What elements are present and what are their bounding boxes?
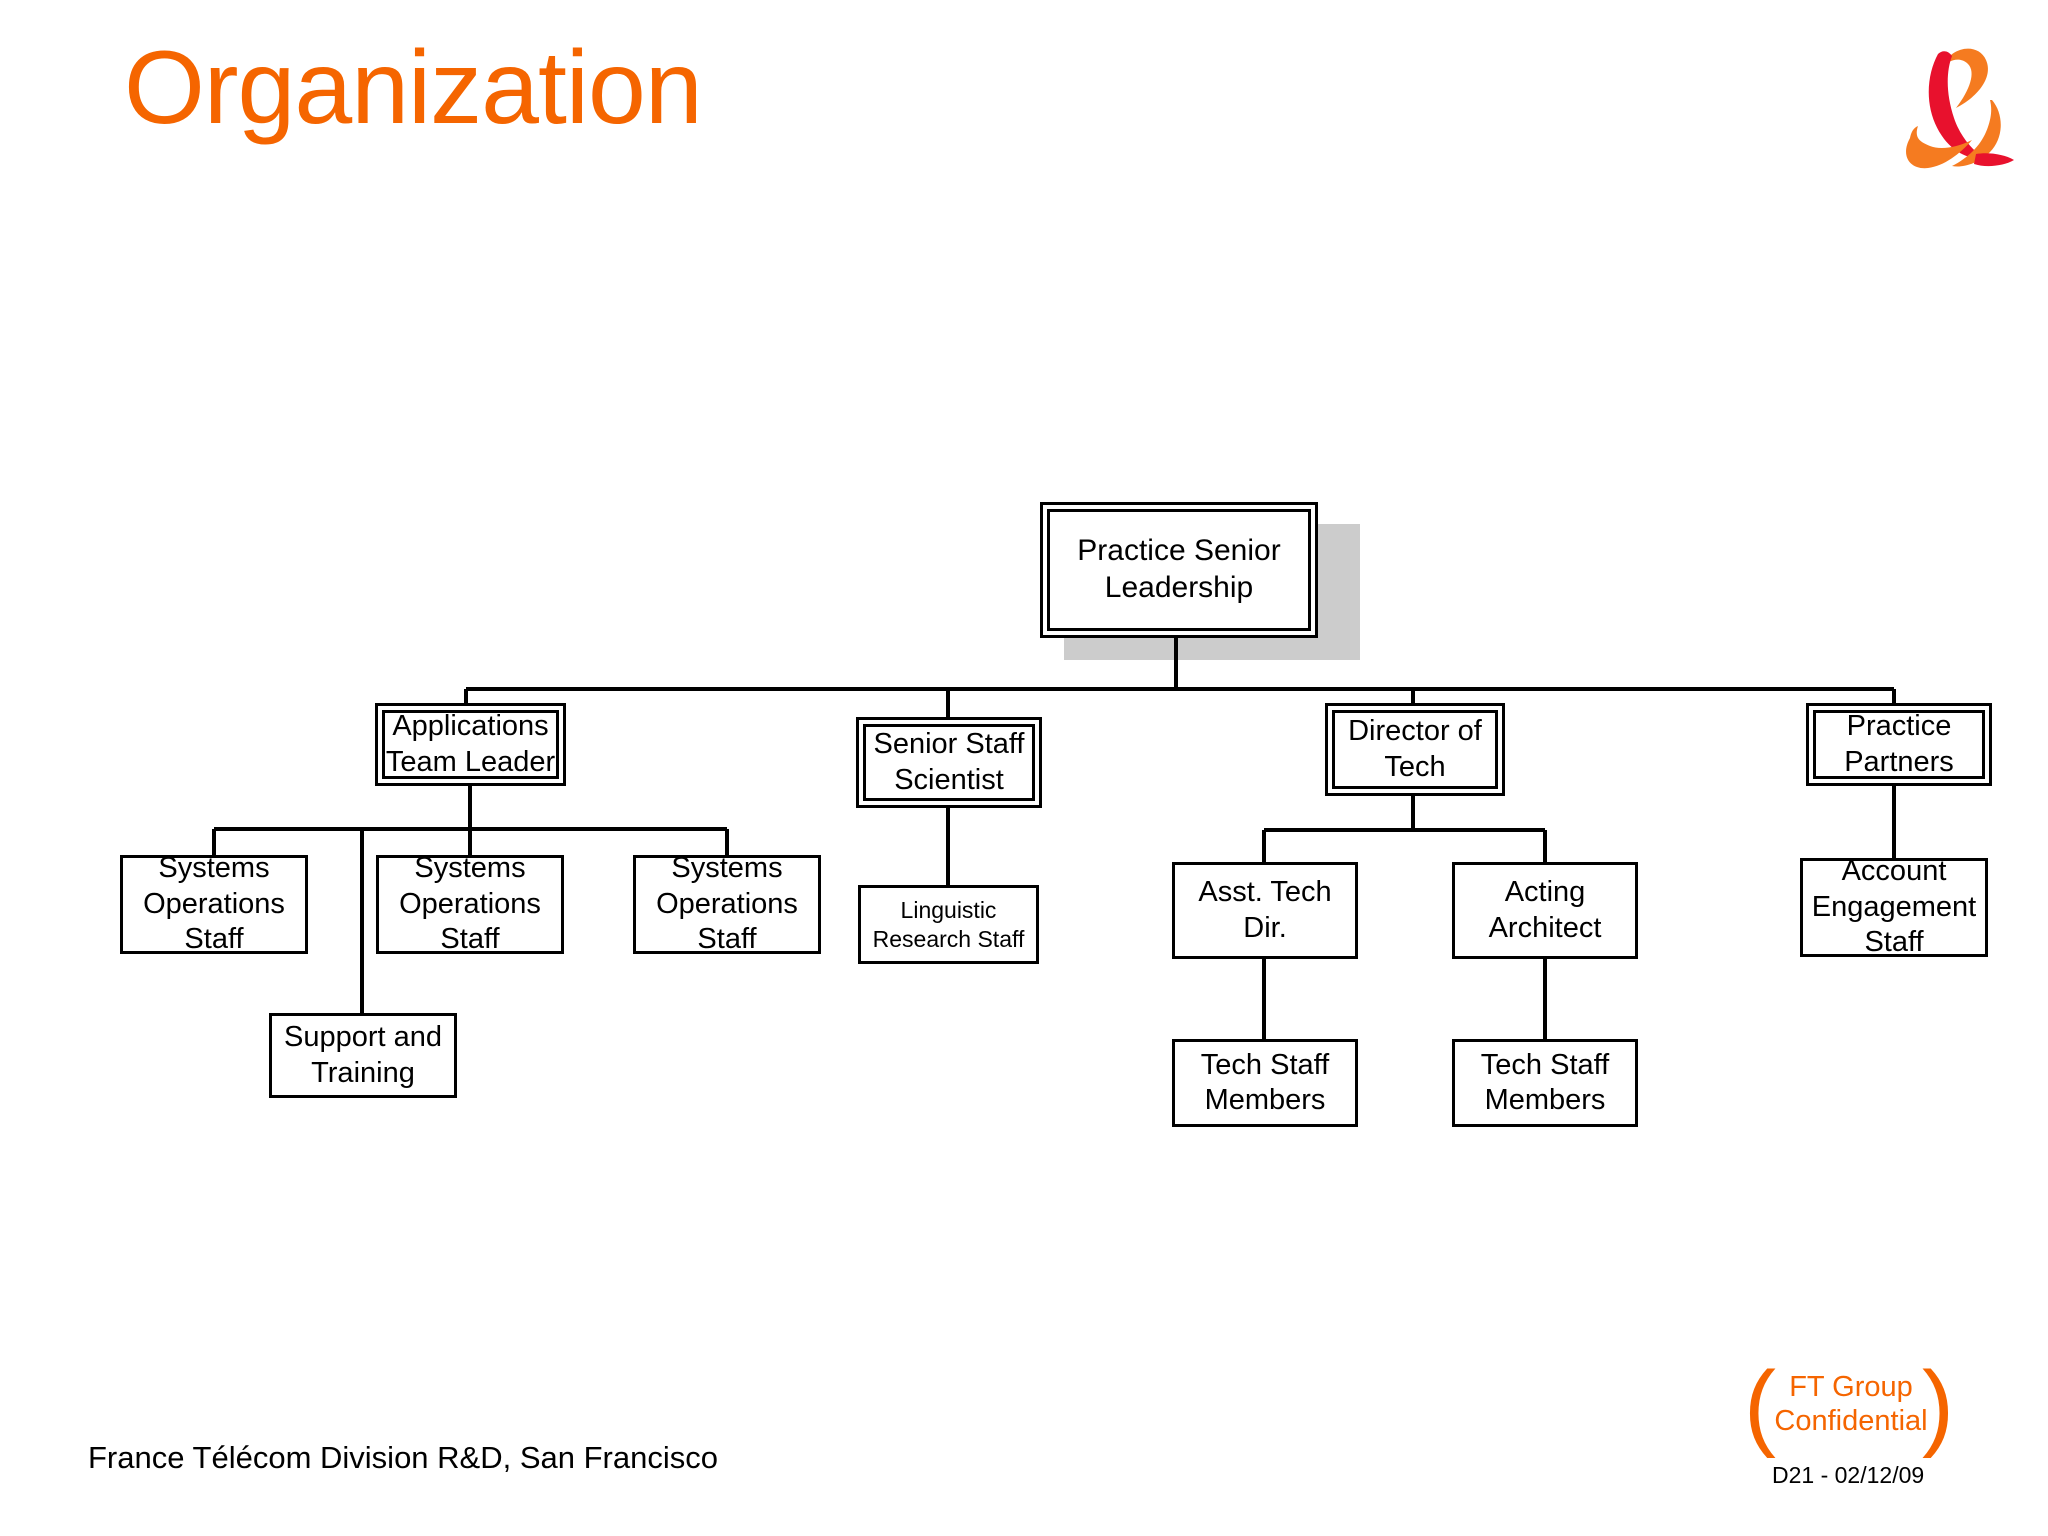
org-node-systems-operations-staff-1[interactable]: Systems Operations Staff xyxy=(120,852,308,955)
org-node-label: Acting Architect xyxy=(1488,876,1602,944)
org-node-tech-staff-members-1[interactable]: Tech Staff Members xyxy=(1172,1039,1358,1127)
org-node-support-and-training[interactable]: Support and Training xyxy=(269,1013,457,1098)
org-node-label: Account Engagement Staff xyxy=(1811,855,1977,959)
org-node-label: Systems Operations Staff xyxy=(143,852,285,956)
org-node-practice-partners[interactable]: Practice Partners xyxy=(1806,703,1992,786)
org-node-label: Support and Training xyxy=(283,1021,442,1089)
org-node-acting-architect[interactable]: Acting Architect xyxy=(1452,862,1638,959)
org-node-label: Applications Team Leader xyxy=(385,710,556,778)
org-node-linguistic-research-staff[interactable]: Linguistic Research Staff xyxy=(858,885,1039,964)
org-node-label: Asst. Tech Dir. xyxy=(1198,876,1332,944)
confidential-line-2: Confidential xyxy=(1774,1405,1928,1438)
org-node-systems-operations-staff-2[interactable]: Systems Operations Staff xyxy=(376,852,564,955)
org-node-label: Systems Operations Staff xyxy=(399,852,541,956)
org-node-label: Director of Tech xyxy=(1348,715,1482,783)
org-node-director-of-tech[interactable]: Director of Tech xyxy=(1325,703,1505,796)
confidential-badge-text: FT Group Confidential xyxy=(1772,1370,1930,1438)
org-node-asst-tech-dir[interactable]: Asst. Tech Dir. xyxy=(1172,862,1358,959)
org-node-applications-team-leader[interactable]: Applications Team Leader xyxy=(375,703,566,786)
org-node-tech-staff-members-2[interactable]: Tech Staff Members xyxy=(1452,1039,1638,1127)
org-node-label: Tech Staff Members xyxy=(1480,1048,1610,1116)
org-node-label: Practice Partners xyxy=(1844,710,1954,778)
org-node-label: Linguistic Research Staff xyxy=(872,897,1025,952)
slide-id-date: D21 - 02/12/09 xyxy=(1772,1462,1925,1488)
org-node-label: Practice Senior Leadership xyxy=(1077,534,1281,604)
confidential-badge: ( ) FT Group Confidential xyxy=(1744,1352,1954,1459)
org-node-systems-operations-staff-3[interactable]: Systems Operations Staff xyxy=(633,852,821,955)
org-node-practice-senior-leadership[interactable]: Practice Senior Leadership xyxy=(1040,502,1318,638)
org-node-label: Senior Staff Scientist xyxy=(873,728,1025,796)
org-node-label: Tech Staff Members xyxy=(1200,1048,1330,1116)
org-node-senior-staff-scientist[interactable]: Senior Staff Scientist xyxy=(856,717,1042,808)
paren-left-glyph: ( xyxy=(1744,1352,1776,1459)
confidential-line-1: FT Group xyxy=(1789,1371,1913,1403)
org-node-label: Systems Operations Staff xyxy=(656,852,798,956)
france-telecom-logo xyxy=(1880,28,2030,178)
org-node-account-engagement-staff[interactable]: Account Engagement Staff xyxy=(1800,855,1988,958)
paren-right-glyph: ) xyxy=(1922,1352,1954,1459)
footer-organization: France Télécom Division R&D, San Francis… xyxy=(88,1440,718,1475)
page-title: Organization xyxy=(124,30,703,146)
